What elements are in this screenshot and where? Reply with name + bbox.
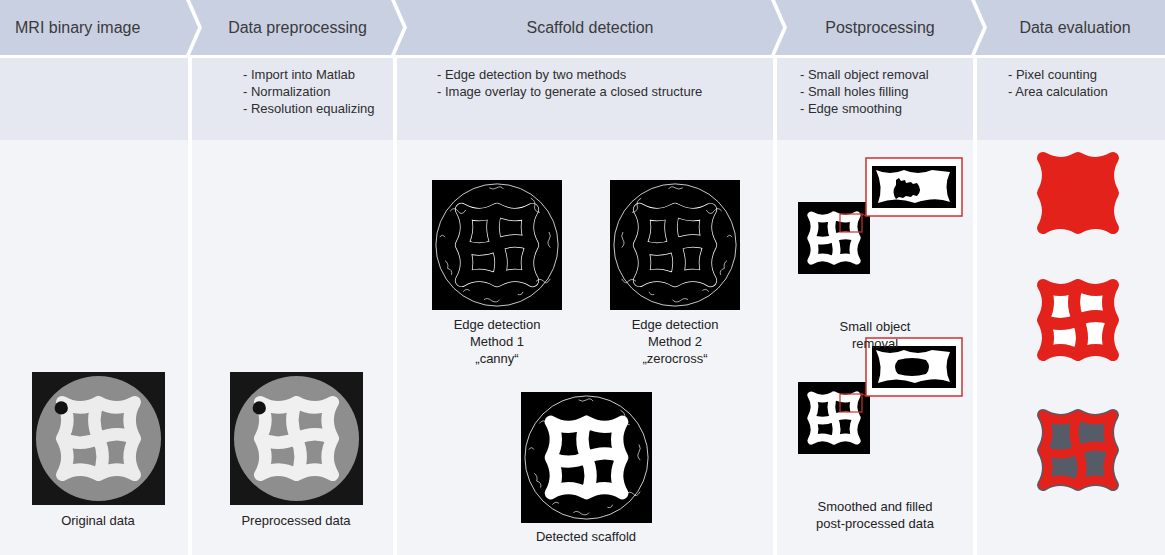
step-item: - Resolution equalizing (243, 100, 375, 117)
step-item: - Import into Matlab (243, 66, 375, 83)
stage-steps: - Small object removal- Small holes fill… (800, 66, 929, 117)
image-caption: Edge detection Method 2 „zerocross“ (625, 316, 725, 367)
step-item: - Normalization (243, 83, 375, 100)
pipeline-stage: MRI binary image (0, 0, 190, 555)
pipeline-stage: Data preprocessing- Import into Matlab- … (190, 0, 395, 555)
area-shape (1043, 158, 1113, 228)
stage-title: Data preprocessing (228, 19, 367, 37)
area-shape (1043, 415, 1113, 485)
column-ground (0, 58, 1165, 555)
image-caption: Original data (23, 512, 173, 529)
edge-image (610, 180, 740, 310)
stage-title: Scaffold detection (527, 19, 654, 37)
mri-image (32, 372, 165, 505)
pipeline-stage: Postprocessing - Small object removal- Sm… (775, 0, 975, 555)
step-item: - Area calculation (1008, 83, 1108, 100)
image-caption: Detected scaffold (506, 528, 666, 545)
image-caption: Smoothed and filled post-processed data (808, 498, 943, 532)
stage-header: Scaffold detection (395, 0, 775, 55)
stage-steps: - Import into Matlab- Normalization- Res… (243, 66, 375, 117)
step-item: - Image overlay to generate a closed str… (437, 83, 702, 100)
stage-header: Postprocessing (775, 0, 975, 55)
pipeline-stage: Data evaluation - Pixel counting- Area ca… (975, 0, 1165, 555)
pipeline-stage: Scaffold detection - Edge detection by tw… (395, 0, 775, 555)
edge-image (432, 180, 562, 310)
area-shape (1043, 285, 1113, 355)
header-band (0, 0, 1165, 55)
mri-image (230, 372, 363, 505)
postprocessed-image (798, 338, 962, 454)
postprocessed-image (798, 158, 962, 274)
image-caption: Small object removal (820, 318, 930, 352)
stage-title: MRI binary image (15, 19, 140, 37)
step-item: - Small object removal (800, 66, 929, 83)
stage-steps: - Edge detection by two methods- Image o… (437, 66, 702, 100)
scaffold-image (521, 392, 652, 523)
stage-title: Data evaluation (1019, 19, 1130, 37)
step-item: - Edge smoothing (800, 100, 929, 117)
stage-header: Data evaluation (975, 0, 1165, 55)
stage-steps: - Pixel counting- Area calculation (1008, 66, 1108, 100)
image-caption: Edge detection Method 1 „canny“ (447, 316, 547, 367)
image-caption: Preprocessed data (216, 512, 376, 529)
step-item: - Edge detection by two methods (437, 66, 702, 83)
stage-header: MRI binary image (0, 0, 190, 55)
stage-header: Data preprocessing (190, 0, 395, 55)
step-item: - Pixel counting (1008, 66, 1108, 83)
step-item: - Small holes filling (800, 83, 929, 100)
stage-title: Postprocessing (825, 19, 934, 37)
